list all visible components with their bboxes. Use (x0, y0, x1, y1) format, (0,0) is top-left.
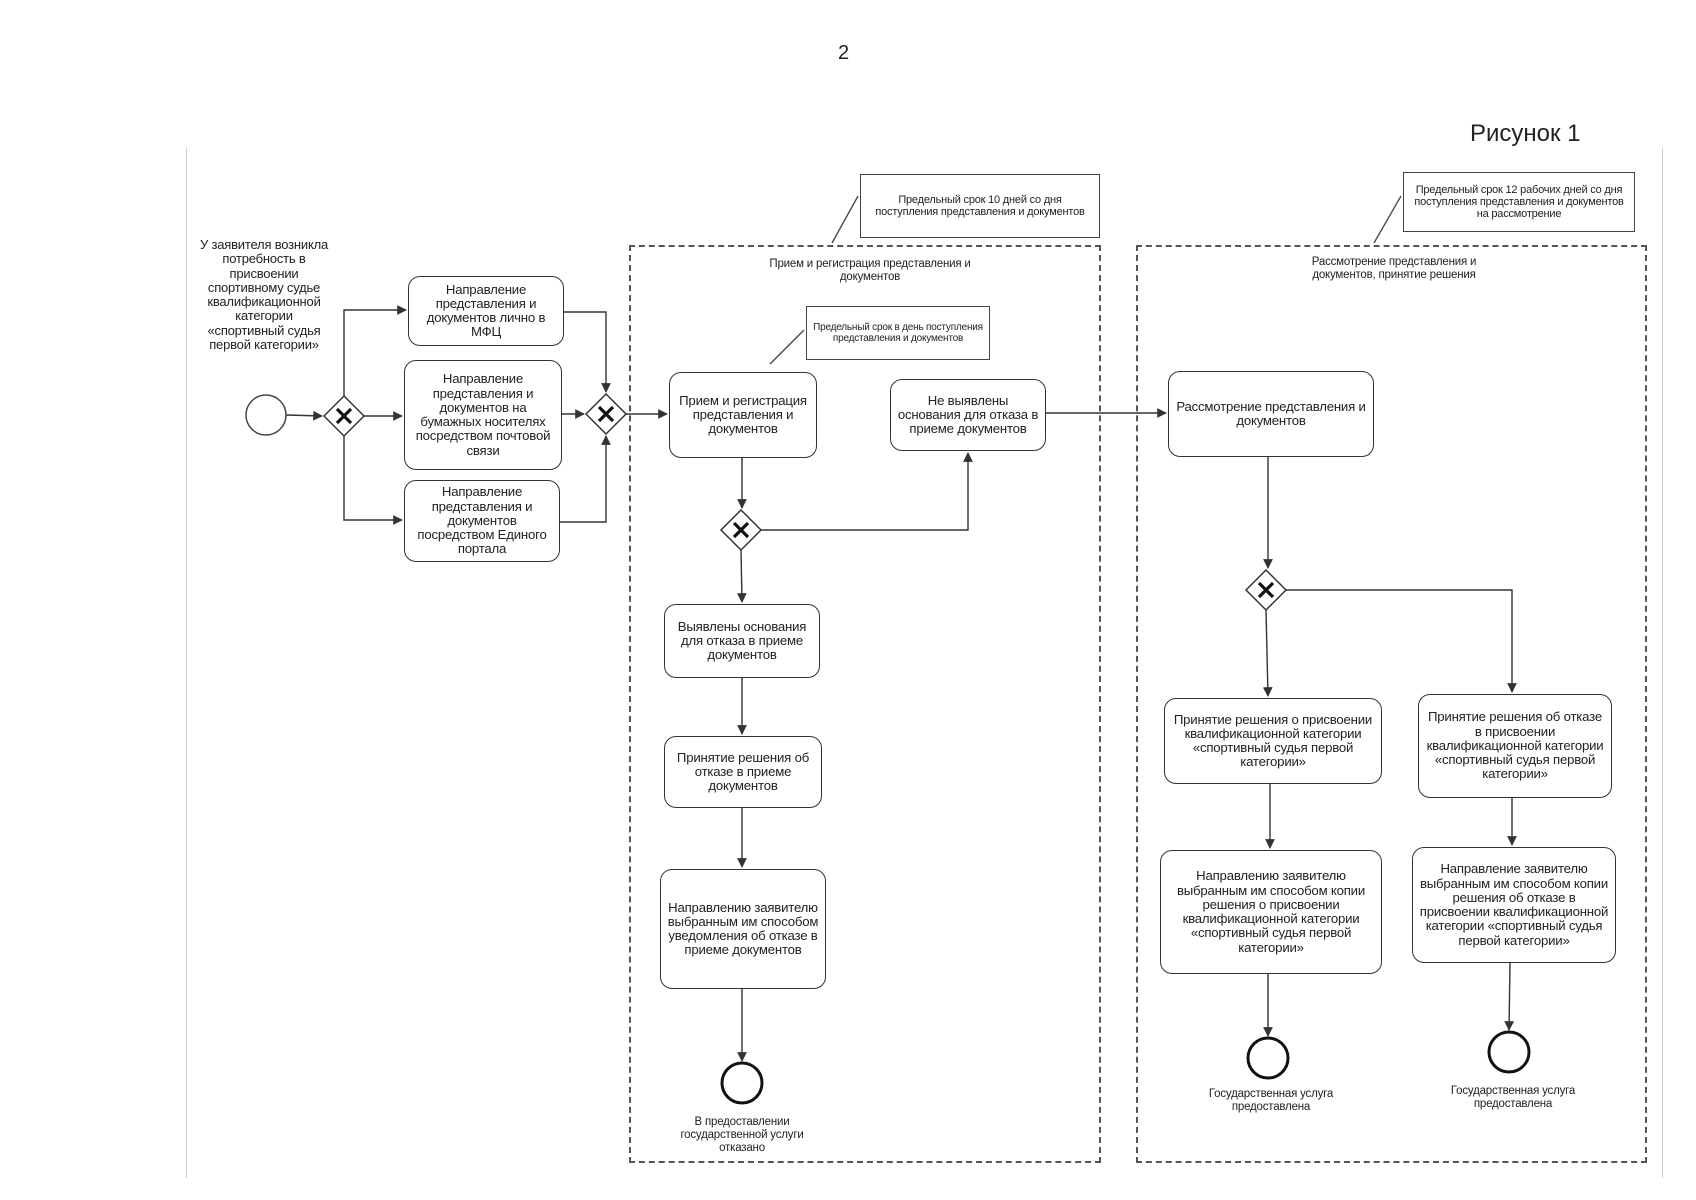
page-number: 2 (838, 42, 850, 64)
reception-note-link (831, 195, 859, 244)
end-event-refused (720, 1061, 764, 1105)
flow-portal-to-merge (560, 435, 611, 523)
start-event (245, 394, 287, 436)
flow-in-person-to-merge (564, 311, 611, 393)
granted-end-label-2: Государственная услуга предоставлена (1450, 1085, 1576, 1110)
no-grounds-task: Не выявлены основания для отказа в прием… (890, 379, 1046, 451)
lane-review-title: Рассмотрение представления и документов,… (1311, 256, 1477, 282)
figure-label: Рисунок 1 (1470, 120, 1581, 147)
review-note-link (1373, 195, 1402, 244)
send-assign-decision-task: Направлению заявителю выбранным им спосо… (1160, 850, 1382, 974)
send-deny-decision-task: Направление заявителю выбранным им спосо… (1412, 847, 1616, 963)
send-refusal-notice-task: Направлению заявителю выбранным им спосо… (660, 869, 826, 989)
flow-start-to-split (285, 410, 323, 421)
lane-reception-title: Прием и регистрация представления и доку… (769, 258, 971, 284)
flow-check-to-no-grounds (761, 452, 973, 531)
deny-category-decision-task: Принятие решения об отказе в присвоении … (1418, 694, 1612, 798)
end-event-granted-1 (1246, 1036, 1290, 1080)
flow-send-deny-to-end (1504, 962, 1515, 1031)
gateway-merge-submission (584, 392, 628, 436)
flow-split-to-portal (343, 436, 403, 525)
end-event-granted-2 (1487, 1030, 1531, 1074)
review-deadline-note: Предельный срок 12 рабочих дней со дня п… (1403, 172, 1635, 232)
reception-deadline-note: Предельный срок 10 дней со дня поступлен… (860, 174, 1100, 238)
review-documents-task: Рассмотрение представления и документов (1168, 371, 1374, 457)
gateway-review-decision (1244, 568, 1288, 612)
submit-by-portal-task: Направление представления и документов п… (404, 480, 560, 562)
submit-by-mail-task: Направление представления и документов н… (404, 360, 562, 470)
receive-register-task: Прием и регистрация представления и доку… (669, 372, 817, 458)
page-border-right (1662, 148, 1663, 1178)
same-day-note-link (769, 329, 805, 365)
refusal-decision-task: Принятие решения об отказе в приеме доку… (664, 736, 822, 808)
refused-end-label: В предоставлении государственной услуги … (680, 1116, 804, 1154)
assign-category-decision-task: Принятие решения о присвоении квалификац… (1164, 698, 1382, 784)
lane-reception (629, 245, 1101, 1163)
flow-gateway-to-deny (1286, 589, 1517, 693)
lane-review (1136, 245, 1647, 1163)
granted-end-label-1: Государственная услуга предоставлена (1208, 1088, 1334, 1113)
flow-gateway-to-assign (1262, 609, 1273, 697)
gateway-split-submission (322, 394, 366, 438)
submit-in-person-task: Направление представления и документов л… (408, 276, 564, 346)
flow-check-to-grounds (736, 549, 747, 603)
grounds-found-task: Выявлены основания для отказа в приеме д… (664, 604, 820, 678)
page-border-left (186, 148, 187, 1178)
flow-split-to-in-person (343, 305, 407, 396)
same-day-note: Предельный срок в день поступления предс… (806, 306, 990, 360)
gateway-check-grounds (719, 508, 763, 552)
start-event-label: У заявителя возникла потребность в присв… (199, 237, 328, 353)
